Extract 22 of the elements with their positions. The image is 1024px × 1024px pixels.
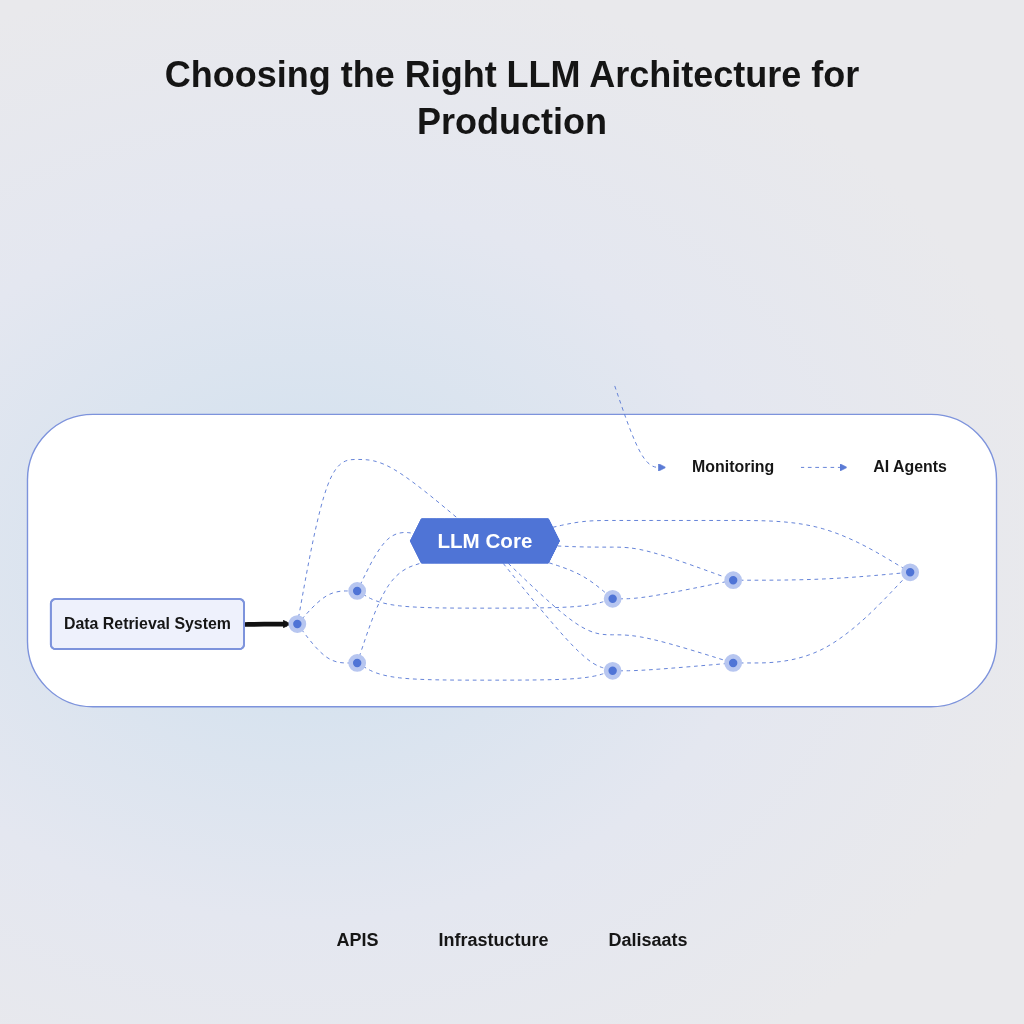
cluster	[26, 413, 998, 708]
category-label: APIS	[336, 930, 379, 951]
node-circle	[724, 654, 743, 672]
node-text: AI Agents	[873, 458, 947, 477]
node-circle	[603, 589, 622, 608]
category-label: Dalisaats	[608, 930, 688, 951]
node-circle	[348, 582, 367, 600]
connector	[552, 520, 905, 570]
connector	[618, 581, 728, 600]
title: Choosing the Right LLM Architecture for Production	[163, 53, 861, 144]
category-label: Infrastucture	[438, 930, 549, 951]
node-circle	[901, 563, 920, 582]
connector	[362, 593, 607, 609]
node-circle	[603, 661, 622, 680]
connector	[507, 562, 728, 662]
connector	[502, 562, 607, 670]
arrow	[244, 619, 292, 629]
node-circle	[348, 654, 367, 672]
node-circle	[724, 571, 743, 590]
node-text: Monitoring	[692, 458, 775, 477]
connector	[362, 665, 607, 681]
node-circle	[288, 615, 307, 633]
